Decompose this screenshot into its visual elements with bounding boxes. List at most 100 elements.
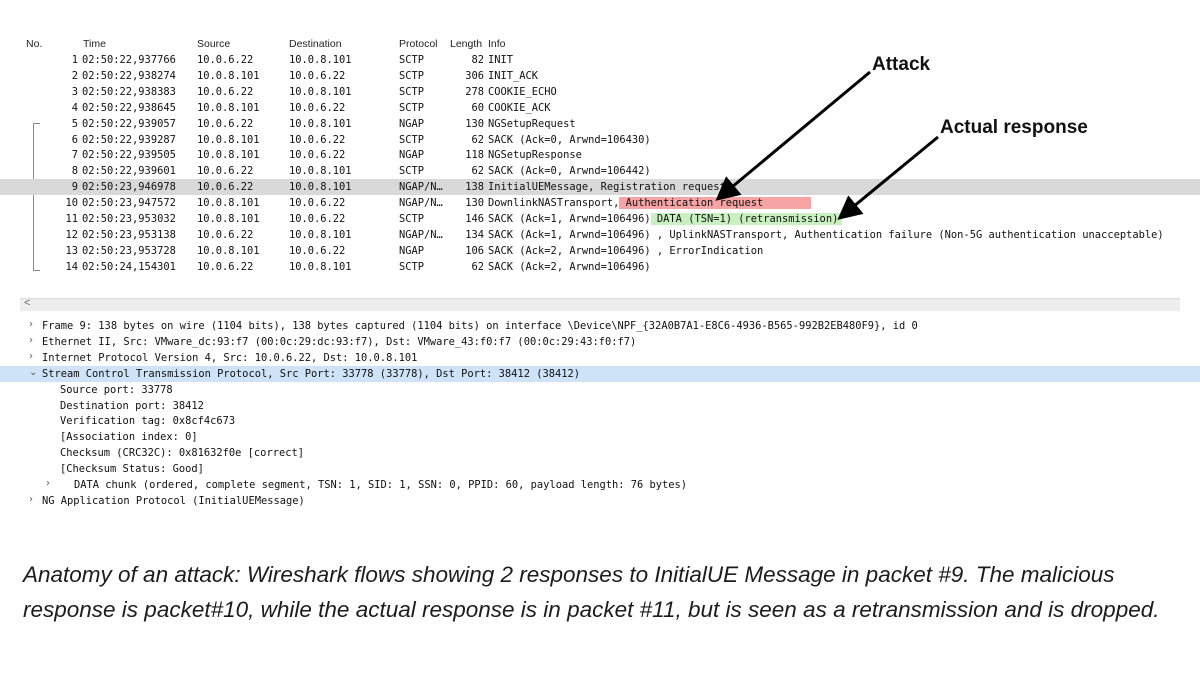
column-header-source[interactable]: Source (197, 38, 231, 50)
packet-no: 5 (71, 117, 78, 130)
packet-time: 02:50:22,938645 (82, 101, 176, 114)
packet-info-text: SACK (Ack=1, Arwnd=106496) (488, 213, 651, 225)
packet-protocol: SCTP (399, 69, 425, 82)
annotation-arrows (715, 70, 939, 220)
detail-row[interactable]: ›Ethernet II, Src: VMware_dc:93:f7 (00:0… (0, 334, 1200, 350)
packet-protocol: SCTP (399, 133, 425, 146)
detail-text: Destination port: 38412 (60, 399, 204, 412)
detail-row[interactable]: [Association index: 0] (0, 429, 1200, 445)
expand-chevron-icon[interactable]: › (29, 319, 33, 330)
column-header-protocol[interactable]: Protocol (399, 38, 438, 50)
packet-info-text: SACK (Ack=0, Arwnd=106442) (488, 165, 651, 178)
packet-destination: 10.0.6.22 (289, 213, 346, 225)
packet-destination: 10.0.6.22 (289, 244, 346, 257)
packet-info: DownlinkNASTransport, Authentication req… (488, 197, 812, 210)
packet-source: 10.0.6.22 (197, 117, 254, 130)
detail-text: NG Application Protocol (InitialUEMessag… (42, 494, 305, 507)
packet-protocol: NGAP (399, 149, 425, 162)
detail-row[interactable]: [Checksum Status: Good] (0, 461, 1200, 477)
packet-no: 14 (65, 260, 78, 273)
packet-no: 12 (65, 228, 78, 241)
packet-destination: 10.0.8.101 (289, 54, 352, 66)
packet-length: 146 (465, 213, 484, 225)
detail-row[interactable]: ›Frame 9: 138 bytes on wire (1104 bits),… (0, 318, 1200, 334)
scroll-left-icon[interactable]: < (24, 297, 31, 309)
detail-row[interactable]: Verification tag: 0x8cf4c673 (0, 413, 1200, 429)
packet-source: 10.0.6.22 (197, 165, 254, 178)
detail-text: Verification tag: 0x8cf4c673 (60, 415, 236, 428)
detail-row[interactable]: ⌄Stream Control Transmission Protocol, S… (0, 365, 1200, 382)
packet-protocol: SCTP (399, 54, 425, 66)
packet-no: 2 (71, 69, 78, 82)
detail-row[interactable]: ›Internet Protocol Version 4, Src: 10.0.… (0, 350, 1200, 366)
column-header-info[interactable]: Info (488, 38, 506, 50)
horizontal-scrollbar[interactable]: < (20, 297, 1180, 311)
packet-info: INIT_ACK (488, 70, 538, 82)
packet-destination: 10.0.6.22 (289, 69, 346, 82)
figure-caption: Anatomy of an attack: Wireshark flows sh… (23, 562, 1160, 622)
packet-source: 10.0.8.101 (197, 101, 260, 114)
packet-protocol: SCTP (399, 260, 425, 273)
packet-destination: 10.0.6.22 (289, 149, 346, 162)
detail-row[interactable]: Checksum (CRC32C): 0x81632f0e [correct] (0, 445, 1200, 461)
packet-no: 11 (65, 213, 78, 225)
packet-info: COOKIE_ECHO (488, 86, 557, 98)
actual-response-arrow (837, 135, 939, 220)
packet-info-text: INIT_ACK (488, 69, 539, 82)
packet-destination: 10.0.8.101 (289, 117, 352, 130)
column-header-destination[interactable]: Destination (289, 38, 342, 50)
packet-no: 8 (71, 165, 78, 178)
packet-no: 3 (71, 85, 78, 98)
detail-text: [Association index: 0] (60, 431, 198, 444)
expand-chevron-icon[interactable]: › (29, 493, 33, 505)
packet-length: 62 (471, 260, 484, 273)
packet-destination: 10.0.6.22 (289, 101, 346, 114)
packet-protocol: NGAP (399, 117, 425, 130)
packet-time: 02:50:23,953138 (82, 228, 176, 241)
packet-time: 02:50:23,953728 (82, 244, 176, 257)
packet-info: NGSetupRequest (488, 118, 576, 130)
packet-info-text: SACK (Ack=0, Arwnd=106430) (488, 133, 651, 146)
packet-source: 10.0.8.101 (197, 133, 260, 146)
expand-chevron-icon[interactable]: › (29, 334, 33, 346)
packet-source: 10.0.8.101 (197, 149, 260, 162)
detail-row[interactable]: Source port: 33778 (0, 382, 1200, 398)
expand-chevron-icon[interactable]: › (46, 478, 50, 489)
packet-length: 118 (465, 149, 484, 162)
collapse-chevron-icon[interactable]: ⌄ (29, 366, 38, 378)
column-header-time[interactable]: Time (83, 38, 106, 50)
column-header-no[interactable]: No. (26, 38, 43, 50)
detail-row[interactable]: ›DATA chunk (ordered, complete segment, … (0, 477, 1200, 493)
packet-info: INIT (488, 54, 513, 66)
actual-response-label: Actual response (940, 117, 1088, 138)
packet-info-text: SACK (Ack=2, Arwnd=106496) (488, 260, 651, 273)
expand-chevron-icon[interactable]: › (29, 350, 33, 362)
packet-time: 02:50:22,938383 (82, 85, 176, 98)
packet-destination: 10.0.8.101 (289, 181, 352, 194)
packet-info-text: SACK (Ack=2, Arwnd=106496) , ErrorIndica… (488, 244, 764, 257)
packet-info: SACK (Ack=1, Arwnd=106496) , UplinkNASTr… (488, 229, 1164, 241)
packet-source: 10.0.6.22 (197, 228, 254, 241)
packet-source: 10.0.6.22 (197, 260, 254, 273)
detail-row[interactable]: Destination port: 38412 (0, 398, 1200, 414)
packet-length: 130 (465, 197, 484, 210)
packet-info: COOKIE_ACK (488, 102, 551, 114)
packet-destination: 10.0.6.22 (289, 133, 346, 146)
column-header-length[interactable]: Length (450, 38, 483, 50)
detail-text: Checksum (CRC32C): 0x81632f0e [correct] (60, 447, 304, 460)
detail-row[interactable]: › NG Application Protocol (InitialUEMessa… (0, 493, 1200, 509)
